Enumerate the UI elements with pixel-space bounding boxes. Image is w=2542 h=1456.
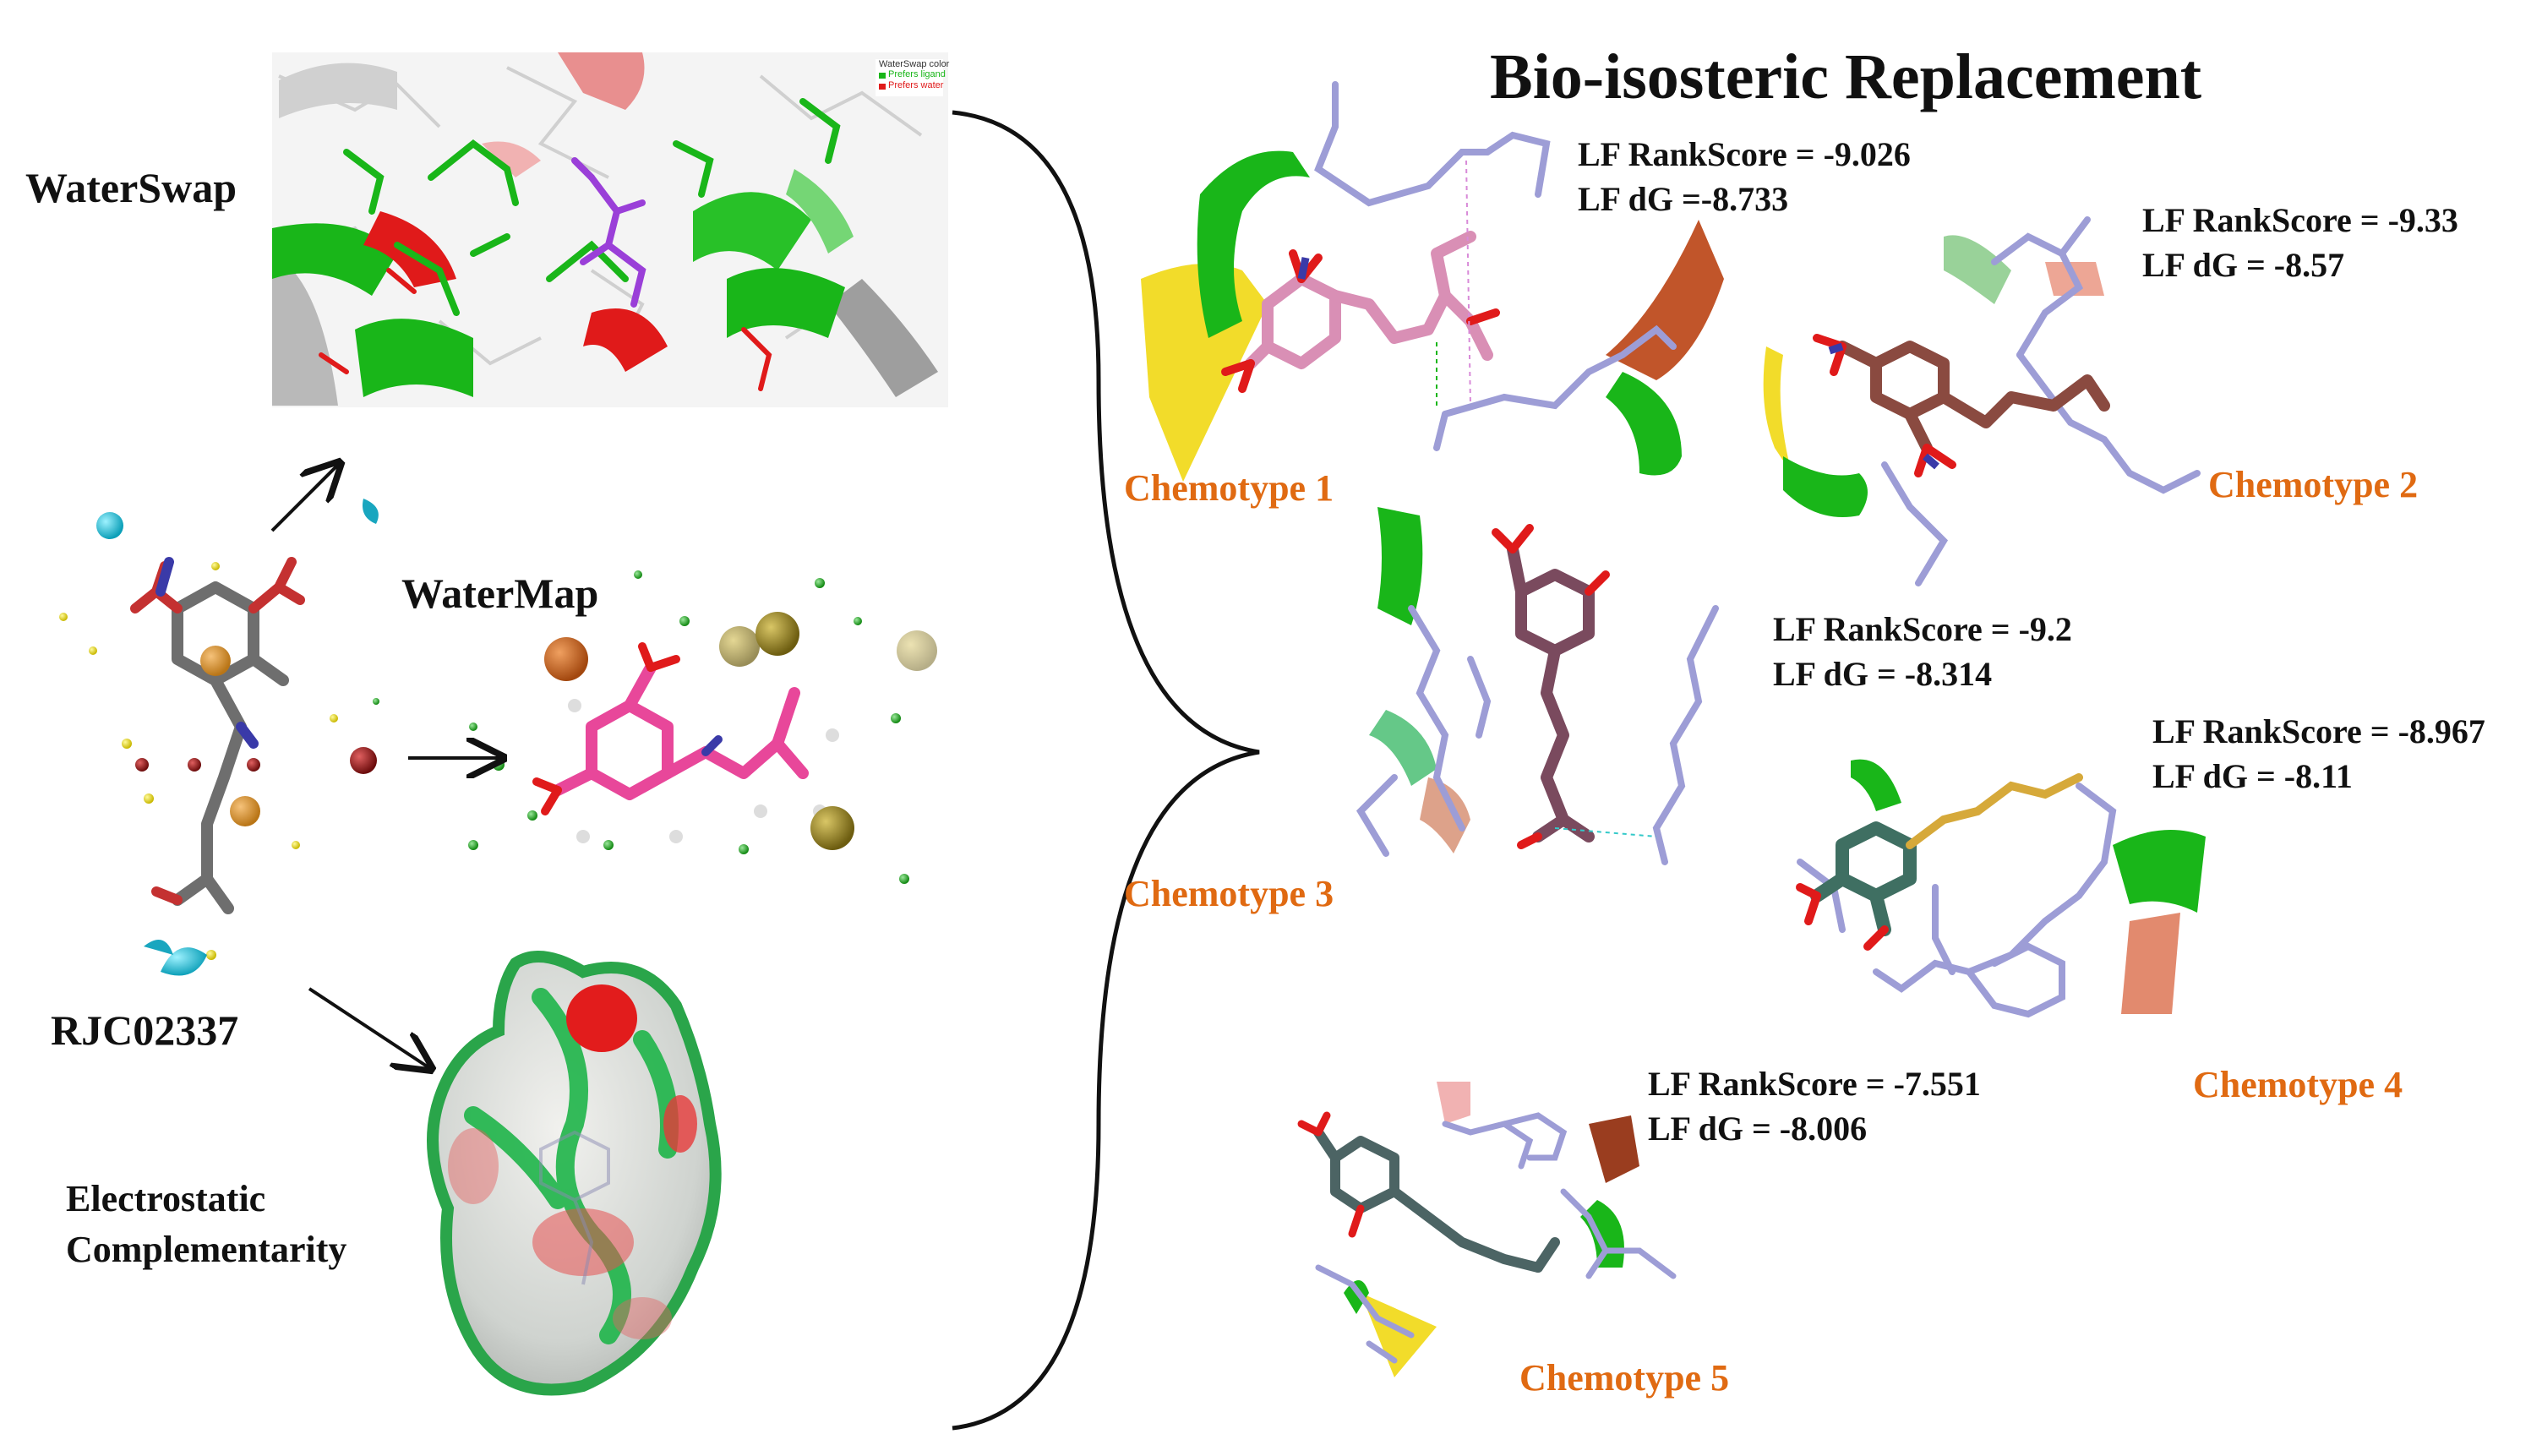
chemotype-5-structure xyxy=(1297,1082,1677,1377)
electrostatic-surface xyxy=(427,951,722,1396)
chemotype-4-label: Chemotype 4 xyxy=(2193,1064,2403,1105)
chemotype-5-label: Chemotype 5 xyxy=(1519,1357,1730,1399)
waterswap-label: WaterSwap xyxy=(25,164,237,211)
chemotype-4-structure xyxy=(1796,759,2206,1018)
watermap-label: WaterMap xyxy=(401,570,599,617)
page-title: Bio-isosteric Replacement xyxy=(1490,41,2202,112)
chemotype-5-rankscore: LF RankScore = -7.551 xyxy=(1648,1065,1981,1103)
chemotype-5-dg: LF dG = -8.006 xyxy=(1648,1110,1868,1148)
chemotype-4-dg: LF dG = -8.11 xyxy=(2152,757,2353,795)
chemotype-3-structure xyxy=(1356,507,1719,865)
rjc02337-structure xyxy=(59,499,379,976)
legend-swatch-water xyxy=(879,84,886,90)
waterswap-legend-title: WaterSwap color xyxy=(879,59,950,69)
chemotype-2-label: Chemotype 2 xyxy=(2208,464,2419,505)
chemotype-3-dg: LF dG = -8.314 xyxy=(1773,655,1993,693)
waterswap-panel xyxy=(272,52,948,407)
electrostatic-label-line1: Electrostatic xyxy=(66,1178,266,1219)
chemotype-2-dg: LF dG = -8.57 xyxy=(2142,246,2345,284)
method-arrows xyxy=(270,463,503,1069)
chemotype-3-label: Chemotype 3 xyxy=(1124,873,1334,914)
waterswap-legend-item-water: Prefers water xyxy=(888,80,944,90)
chemotype-1-rankscore: LF RankScore = -9.026 xyxy=(1578,135,1911,173)
chemotype-3-rankscore: LF RankScore = -9.2 xyxy=(1773,610,2072,648)
waterswap-legend-item-ligand: Prefers ligand xyxy=(888,69,946,79)
chemotype-2-rankscore: LF RankScore = -9.33 xyxy=(2142,201,2458,239)
chemotype-1-structure xyxy=(1141,81,1724,482)
grouping-brace xyxy=(952,110,1260,1431)
chemotype-4-rankscore: LF RankScore = -8.967 xyxy=(2152,712,2485,750)
arrow-to-electrostatic xyxy=(308,987,431,1069)
chemotype-1-dg: LF dG =-8.733 xyxy=(1578,180,1789,218)
arrow-to-waterswap xyxy=(270,463,340,532)
chemotype-1-label: Chemotype 1 xyxy=(1124,467,1334,509)
legend-swatch-ligand xyxy=(879,73,886,79)
compound-label: RJC02337 xyxy=(51,1006,239,1054)
watermap-structure xyxy=(468,570,937,884)
chemotype-2-structure xyxy=(1763,216,2201,586)
electrostatic-label-line2: Complementarity xyxy=(66,1229,347,1270)
